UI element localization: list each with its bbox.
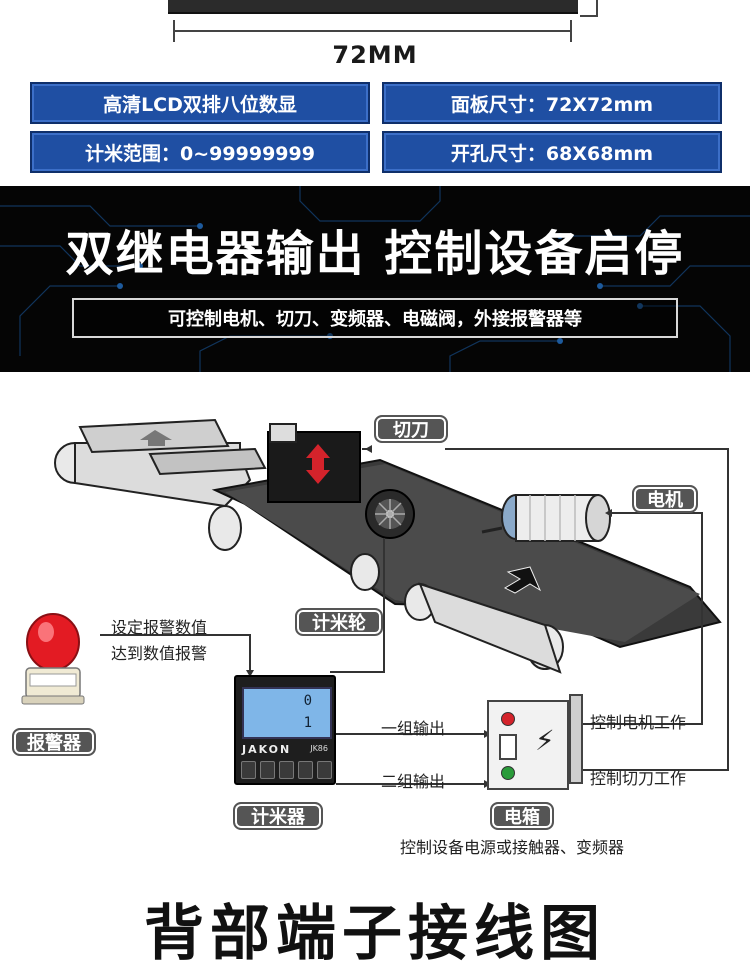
alarm-lamp-icon bbox=[21, 613, 85, 705]
tag-alarm: 报警器 bbox=[12, 728, 96, 756]
tag-meter-wheel: 计米轮 bbox=[295, 608, 383, 636]
tag-meter: 计米器 bbox=[233, 802, 323, 830]
tag-cutter: 切刀 bbox=[374, 415, 448, 443]
switch-icon bbox=[499, 734, 517, 760]
lightning-icon: ⚡ bbox=[535, 724, 555, 757]
arrowhead-motor bbox=[605, 509, 612, 517]
spec-count-range: 计米范围：0~99999999 bbox=[30, 131, 370, 173]
dimension-strip: 72MM bbox=[0, 0, 750, 80]
section-title: 背部端子接线图 bbox=[144, 899, 606, 969]
cutter-top bbox=[269, 423, 297, 443]
line-box-motor bbox=[583, 512, 703, 725]
label-output-1: 一组输出 bbox=[381, 719, 446, 738]
panel-edge bbox=[168, 0, 578, 14]
spec-cutout-size: 开孔尺寸：68X68mm bbox=[382, 131, 722, 173]
line-alarm-meter bbox=[100, 634, 251, 670]
diagram-illustration bbox=[54, 418, 729, 788]
electric-box-side bbox=[569, 694, 583, 784]
roller-mid bbox=[350, 553, 380, 591]
meter-row-1: 0 bbox=[303, 693, 312, 709]
lower-belt bbox=[418, 582, 562, 674]
label-motor-work: 控制电机工作 bbox=[590, 713, 687, 732]
sheet-stack-2 bbox=[148, 447, 267, 476]
meter-row-2: 1 bbox=[303, 715, 312, 731]
meter-button bbox=[298, 761, 313, 779]
banner-subtitle: 可控制电机、切刀、变频器、电磁阀，外接报警器等 bbox=[72, 298, 678, 338]
arrowhead-alarm bbox=[246, 670, 254, 677]
meter-lcd: 0 1 bbox=[242, 687, 332, 739]
tag-electric-box: 电箱 bbox=[490, 802, 554, 830]
belt-surface bbox=[225, 464, 700, 642]
red-lamp-icon bbox=[501, 712, 515, 726]
meter-brand: JAKON bbox=[242, 743, 292, 756]
cutter-arrow-icon bbox=[306, 444, 330, 484]
line-wheel-meter bbox=[330, 538, 385, 673]
meter-device: 0 1 JAKON JK86 bbox=[234, 675, 336, 785]
meter-button bbox=[241, 761, 256, 779]
belt-arrow bbox=[503, 566, 542, 594]
dimension-right-tick bbox=[570, 20, 572, 42]
feature-banner: 双继电器输出 控制设备启停 可控制电机、切刀、变频器、电磁阀，外接报警器等 bbox=[0, 186, 750, 372]
side-dimension-tick bbox=[580, 15, 598, 17]
wiring-diagram: 0 1 JAKON JK86 ⚡ 切刀 电机 计米轮 报警器 计米器 电箱 设定… bbox=[0, 372, 750, 872]
roller-left-lower bbox=[208, 505, 242, 551]
banner-title: 双继电器输出 控制设备启停 bbox=[65, 226, 685, 282]
meter-model: JK86 bbox=[310, 744, 328, 753]
meter-button bbox=[279, 761, 294, 779]
spec-panel-size: 面板尺寸：72X72mm bbox=[382, 82, 722, 124]
arrowhead-cutter bbox=[365, 445, 372, 453]
label-reach-alarm: 达到数值报警 bbox=[111, 644, 208, 663]
side-dimension-line bbox=[596, 0, 598, 17]
sheet-arrow bbox=[140, 430, 172, 446]
electric-box: ⚡ bbox=[487, 700, 569, 790]
meter-button bbox=[317, 761, 332, 779]
label-box-description: 控制设备电源或接触器、变频器 bbox=[400, 838, 625, 857]
dimension-label: 72MM bbox=[332, 41, 418, 69]
dimension-line bbox=[174, 30, 572, 32]
line-box-cutter bbox=[445, 448, 729, 771]
spec-display: 高清LCD双排八位数显 bbox=[30, 82, 370, 124]
label-output-2: 二组输出 bbox=[381, 772, 446, 791]
meter-button bbox=[260, 761, 275, 779]
label-cutter-work: 控制切刀工作 bbox=[590, 769, 687, 788]
green-lamp-icon bbox=[501, 766, 515, 780]
circuit-background bbox=[0, 186, 750, 372]
tag-motor: 电机 bbox=[632, 485, 698, 513]
label-set-alarm: 设定报警数值 bbox=[111, 618, 208, 637]
